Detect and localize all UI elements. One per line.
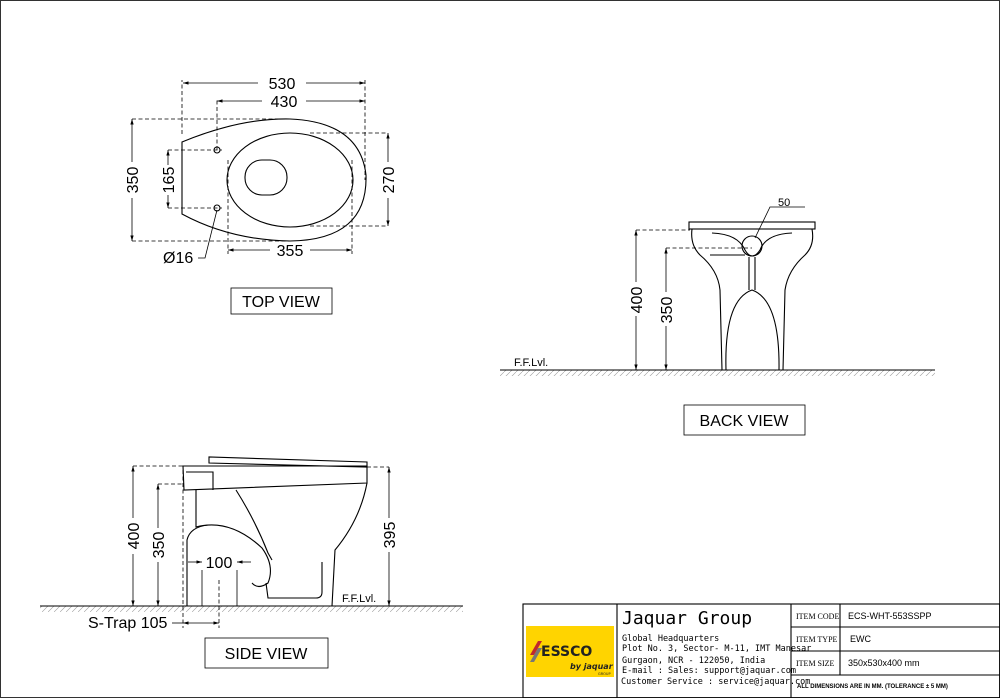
item-size-value: 350x530x400 mm [848,658,920,668]
email-link[interactable]: E-mail : Sales: support@jaquar.com [622,666,796,676]
item-type-value: EWC [850,634,871,644]
svg-text:GROUP: GROUP [598,672,611,676]
dim-165: 165 [161,167,178,194]
dim-s-trap: S-Trap 105 [88,615,168,632]
address-line: Plot No. 3, Sector- M-11, IMT Manesar [622,644,811,654]
dim-50: 50 [778,197,790,209]
item-code-label: ITEM CODE [796,612,839,621]
address-line: Gurgaon, NCR - 122050, India [622,656,765,666]
dim-400: 400 [629,287,646,314]
svg-text:ESSCO: ESSCO [541,644,592,660]
dimensions-note: ALL DIMENSIONS ARE IN MM. (TOLERANCE ± 5… [797,684,948,690]
bowl-outline [181,118,367,242]
item-size-label: ITEM SIZE [796,659,835,668]
title-block: ESSCO by jaquar GROUP Jaquar Group Globa… [522,603,1000,698]
dim-400: 400 [126,523,143,550]
dim-430: 430 [271,94,298,111]
company-name: Jaquar Group [622,608,752,629]
outlet [741,235,763,257]
dim-530: 530 [269,76,296,93]
dim-355: 355 [277,243,304,260]
dim-hole-dia: Ø16 [163,250,193,267]
address-line: Global Headquarters [622,634,719,644]
dim-395: 395 [382,522,399,549]
back-view: 400 350 50 F.F.Lvl. BACK VIEW [500,197,935,436]
seat-lid [688,221,816,230]
back-view-title: BACK VIEW [700,413,790,430]
dim-350: 350 [125,167,142,194]
top-view-title: TOP VIEW [242,294,321,311]
dim-350: 350 [151,532,168,559]
item-type-label: ITEM TYPE [796,635,838,644]
essco-logo [526,626,614,677]
dim-270: 270 [381,167,398,194]
bowl-hole [244,159,288,196]
item-code-value: ECS-WHT-553SSPP [848,611,932,621]
dim-350: 350 [659,297,676,324]
svg-text:by jaquar: by jaquar [570,662,614,671]
dim-100: 100 [206,555,233,572]
floor-label: F.F.Lvl. [514,357,548,369]
customer-service-link[interactable]: Customer Service : service@jaquar.com [621,677,810,687]
side-view: 400 350 395 100 S-Trap 105 F.F.Lvl. SIDE… [40,456,463,669]
bowl-rim [226,132,354,228]
top-view: 530 430 350 165 270 355 Ø16 TOP VIEW [124,75,398,315]
side-view-title: SIDE VIEW [225,646,309,663]
floor-label: F.F.Lvl. [342,593,376,605]
